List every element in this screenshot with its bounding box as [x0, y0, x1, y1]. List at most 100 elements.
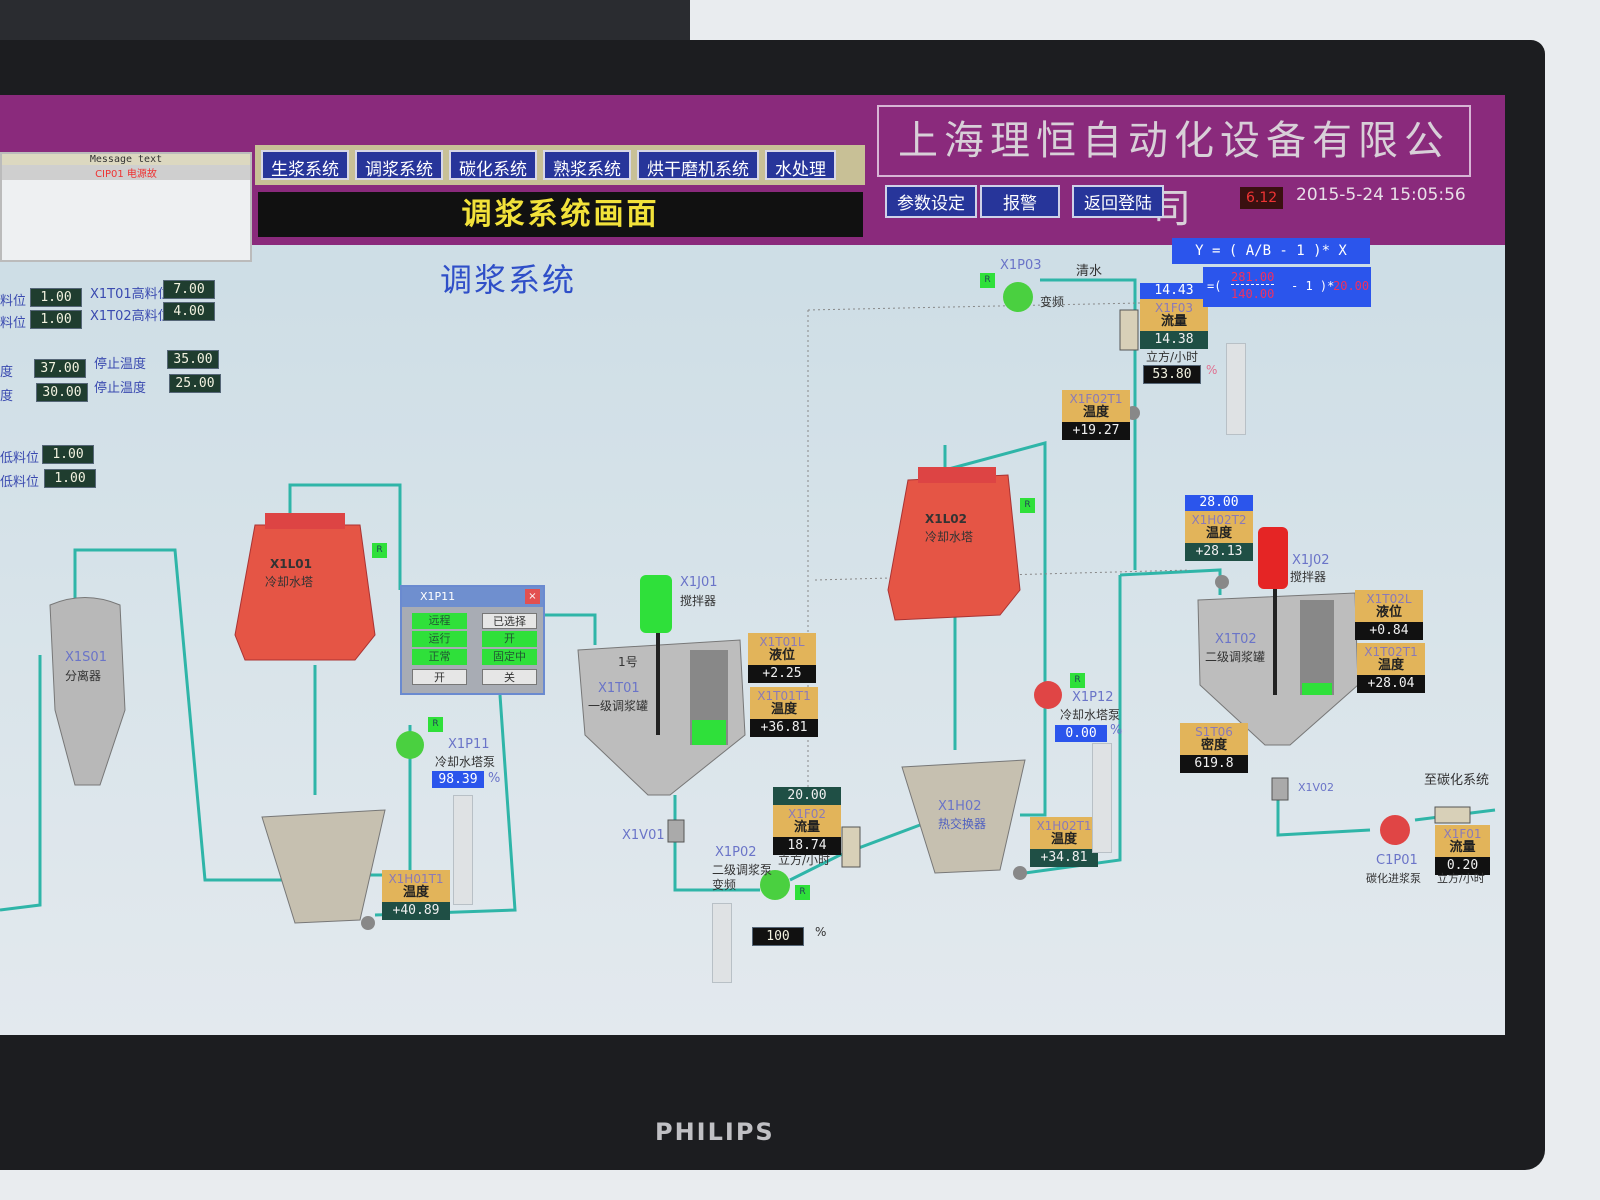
x1p03-mode: 变频 [1040, 295, 1065, 309]
remote-status: 远程 [412, 613, 467, 629]
x1t01-id: X1T01 [598, 681, 640, 696]
valve-x1v02 [1271, 777, 1289, 801]
company-name: 上海理恒自动化设备有限公司 [877, 105, 1471, 232]
process-diagram [0, 278, 1496, 930]
fixed-status: 固定中 [482, 649, 537, 665]
param-label: 低料位 [0, 475, 40, 490]
x1p02-speed-unit: % [815, 925, 827, 939]
param-value[interactable]: 7.00 [163, 280, 215, 299]
x1p03-id: X1P03 [1000, 258, 1042, 273]
nav-drying-mill[interactable]: 烘干磨机系统 [637, 150, 759, 180]
close-icon[interactable]: × [525, 589, 540, 604]
param-value[interactable]: 1.00 [30, 310, 82, 329]
alarm-button[interactable]: 报警 [980, 185, 1060, 218]
run-badge: R [980, 273, 995, 288]
back-login-button[interactable]: 返回登陆 [1072, 185, 1164, 218]
page-title-banner: 调浆系统画面 [258, 192, 863, 237]
signal-line [807, 302, 1141, 311]
nav-raw-slurry[interactable]: 生浆系统 [261, 150, 349, 180]
x1f03-unit: 立方/小时 [1146, 350, 1199, 364]
nav-blending[interactable]: 调浆系统 [355, 150, 443, 180]
heat-exchanger-x1h01 [261, 809, 386, 924]
param-value[interactable]: 37.00 [34, 359, 86, 378]
x1p11-speed-slider[interactable] [453, 795, 473, 905]
param-value[interactable]: 1.00 [30, 288, 82, 307]
x1p02-desc: 二级调浆泵 [712, 863, 773, 877]
running-status: 运行 [412, 631, 467, 647]
agitator-motor-x1j02 [1258, 527, 1288, 589]
x1l01-desc: 冷却水塔 [265, 575, 314, 589]
flowmeter-x1f02 [841, 826, 861, 868]
param-label: 度 [0, 365, 14, 380]
x1f03-slider[interactable] [1226, 343, 1246, 435]
formula-a: 281.00 [1231, 270, 1275, 285]
param-value[interactable]: 35.00 [167, 350, 219, 369]
pump-x1p12 [1034, 681, 1062, 709]
x1l02-id: X1L02 [925, 512, 967, 526]
popup-title: X1P11 [420, 590, 456, 603]
cooling-tower-x1l02 [887, 474, 1021, 621]
close-button[interactable]: 关 [482, 669, 537, 685]
temp-sensor [361, 916, 375, 930]
monitor-brand-logo: PHILIPS [655, 1118, 775, 1146]
param-value[interactable]: 30.00 [36, 383, 88, 402]
x1p12-speed-slider[interactable] [1092, 743, 1112, 853]
formula-b: 140.00 [1231, 287, 1275, 301]
flowmeter-x1f01 [1434, 806, 1471, 824]
x1l02-desc: 冷却水塔 [925, 530, 974, 544]
param-value[interactable]: 25.00 [169, 374, 221, 393]
message-panel: Message text CIP01 电源故 [0, 152, 252, 262]
normal-status: 正常 [412, 649, 467, 665]
param-value[interactable]: 1.00 [42, 445, 94, 464]
x1j01-id: X1J01 [680, 575, 718, 590]
popup-titlebar[interactable]: X1P11 × [402, 587, 543, 607]
x1s01-id: X1S01 [65, 650, 107, 665]
param-label: 停止温度 [94, 381, 147, 396]
run-badge: R [1070, 673, 1085, 688]
tank-level-fill [692, 720, 726, 745]
x1p02-speed-slider[interactable] [712, 903, 732, 983]
x1p12-speed[interactable]: 0.00 [1055, 725, 1107, 742]
c1p01-id: C1P01 [1376, 853, 1418, 868]
nav-cooked-slurry[interactable]: 熟浆系统 [543, 150, 631, 180]
x1f03-output[interactable]: 53.80 [1143, 365, 1201, 384]
open-status: 开 [482, 631, 537, 647]
separator-x1s01 [49, 597, 126, 786]
scada-screen: Message text CIP01 电源故 生浆系统 调浆系统 碳化系统 熟浆… [0, 95, 1505, 1035]
param-label: X1T02高料位 [90, 309, 171, 324]
params-button[interactable]: 参数设定 [885, 185, 977, 218]
tank-level-fill [1302, 683, 1332, 695]
flowmeter-x1f03 [1119, 309, 1139, 351]
run-badge: R [795, 885, 810, 900]
open-button[interactable]: 开 [412, 669, 467, 685]
x1s01-desc: 分离器 [65, 669, 102, 683]
x1p11-desc: 冷却水塔泵 [435, 755, 496, 769]
valve-x1v01 [667, 819, 685, 843]
clean-water-label: 清水 [1076, 264, 1103, 279]
param-label: 料位 [0, 316, 27, 331]
param-label: 度 [0, 389, 14, 404]
x1h02-desc: 热交换器 [938, 817, 987, 831]
pump-x1p11 [396, 731, 424, 759]
system-nav: 生浆系统 调浆系统 碳化系统 熟浆系统 烘干磨机系统 水处理 [255, 145, 865, 185]
param-value[interactable]: 4.00 [163, 302, 215, 321]
x1p12-id: X1P12 [1072, 690, 1114, 705]
x1t02-id: X1T02 [1215, 632, 1257, 647]
nav-water-treatment[interactable]: 水处理 [765, 150, 836, 180]
x1t02-desc: 二级调浆罐 [1205, 650, 1266, 664]
x1v01-id: X1V01 [622, 828, 665, 843]
formula-minus: - 1 )* [1291, 279, 1335, 293]
x1f02-unit: 立方/小时 [778, 853, 831, 867]
param-value[interactable]: 1.00 [44, 469, 96, 488]
x1p02-speed[interactable]: 100 [752, 927, 804, 946]
run-badge: R [372, 543, 387, 558]
temp-sensor [1013, 866, 1027, 880]
nav-carbonation[interactable]: 碳化系统 [449, 150, 537, 180]
x1p11-speed[interactable]: 98.39 [432, 771, 484, 788]
